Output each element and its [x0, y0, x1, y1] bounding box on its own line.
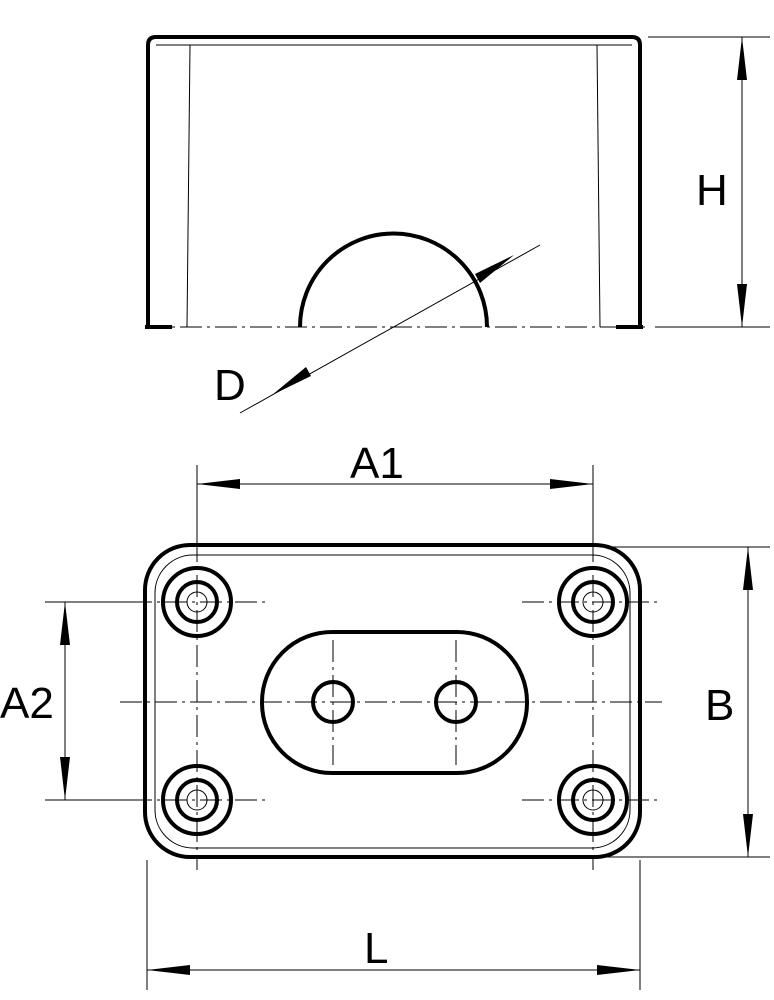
mounting-hole-bottom-right: [557, 764, 629, 836]
dimension-a2: A2: [0, 601, 130, 801]
label-a2: A2: [0, 679, 54, 728]
front-inner-left-line: [186, 44, 191, 328]
cable-arch: [298, 231, 489, 328]
label-h: H: [696, 166, 728, 215]
front-view: [145, 35, 645, 329]
mounting-hole-bottom-left: [161, 764, 233, 836]
dimension-h: H: [648, 36, 770, 328]
dimension-b: B: [600, 546, 770, 858]
dimension-d: D: [214, 244, 541, 414]
mounting-hole-top-left: [161, 566, 233, 638]
center-slot: [260, 630, 529, 775]
plan-outline: [143, 543, 642, 859]
label-d: D: [214, 361, 246, 410]
label-b: B: [705, 681, 734, 730]
dimension-a1: A1: [196, 439, 594, 540]
mounting-hole-top-right: [557, 566, 629, 638]
center-hole-left: [311, 680, 355, 724]
front-outline: [146, 35, 642, 327]
label-l: L: [364, 924, 388, 973]
front-inner-right-line: [596, 44, 601, 328]
center-hole-right: [434, 680, 478, 724]
dimension-l: L: [146, 860, 641, 990]
label-a1: A1: [350, 439, 404, 488]
plan-view: [120, 540, 662, 870]
